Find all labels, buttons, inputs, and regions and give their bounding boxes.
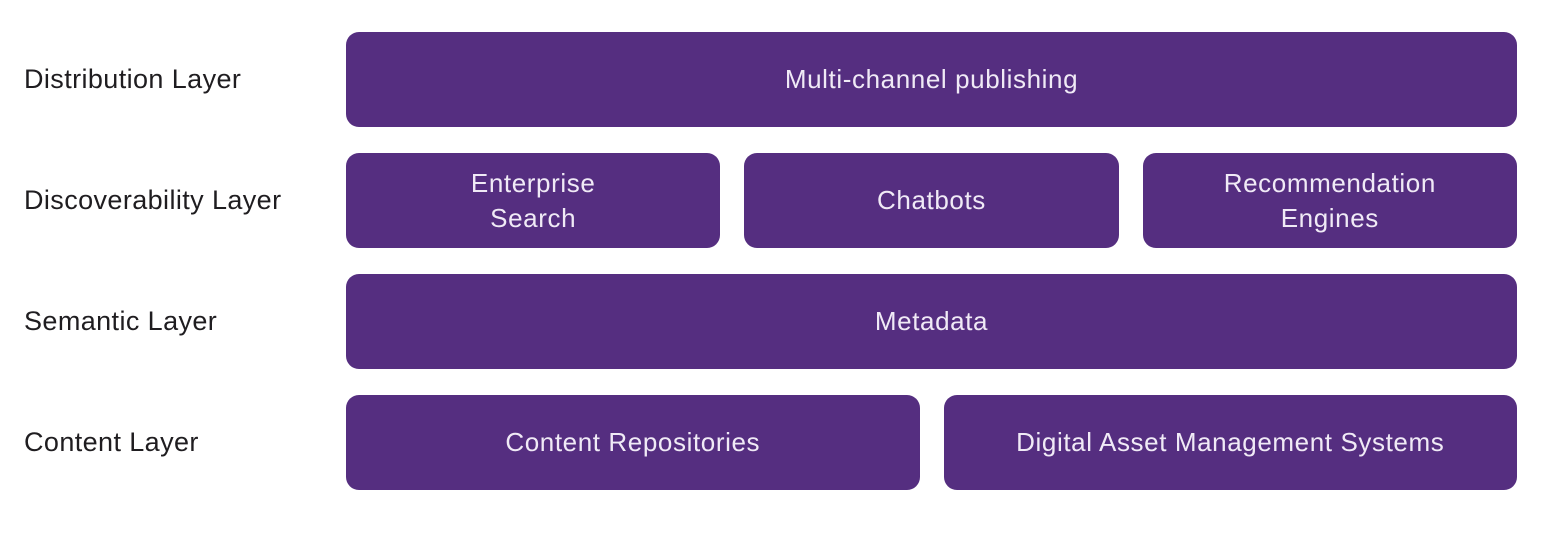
layer-box-enterprise-search: Enterprise Search	[346, 153, 721, 248]
layer-box-multi-channel-publishing: Multi-channel publishing	[346, 32, 1517, 127]
layer-label-content: Content Layer	[24, 427, 199, 457]
layer-label-distribution: Distribution Layer	[24, 64, 242, 94]
layer-box-digital-asset-management-systems: Digital Asset Management Systems	[943, 395, 1517, 490]
layer-row-distribution: Distribution Layer Multi-channel publish…	[0, 32, 1542, 127]
layer-label-semantic: Semantic Layer	[24, 306, 218, 336]
layer-row-discoverability: Discoverability Layer Enterprise Search …	[0, 153, 1542, 248]
layer-boxes-discoverability: Enterprise Search Chatbots Recommendatio…	[346, 153, 1517, 248]
layer-boxes-distribution: Multi-channel publishing	[346, 32, 1517, 127]
layer-row-content: Content Layer Content Repositories Digit…	[0, 395, 1542, 490]
layer-box-chatbots: Chatbots	[744, 153, 1119, 248]
layer-box-recommendation-engines: Recommendation Engines	[1142, 153, 1517, 248]
layer-box-metadata: Metadata	[346, 274, 1517, 369]
layer-boxes-semantic: Metadata	[346, 274, 1517, 369]
layer-row-semantic: Semantic Layer Metadata	[0, 274, 1542, 369]
layer-box-content-repositories: Content Repositories	[346, 395, 920, 490]
layer-boxes-content: Content Repositories Digital Asset Manag…	[346, 395, 1517, 490]
layer-label-discoverability: Discoverability Layer	[24, 185, 282, 215]
